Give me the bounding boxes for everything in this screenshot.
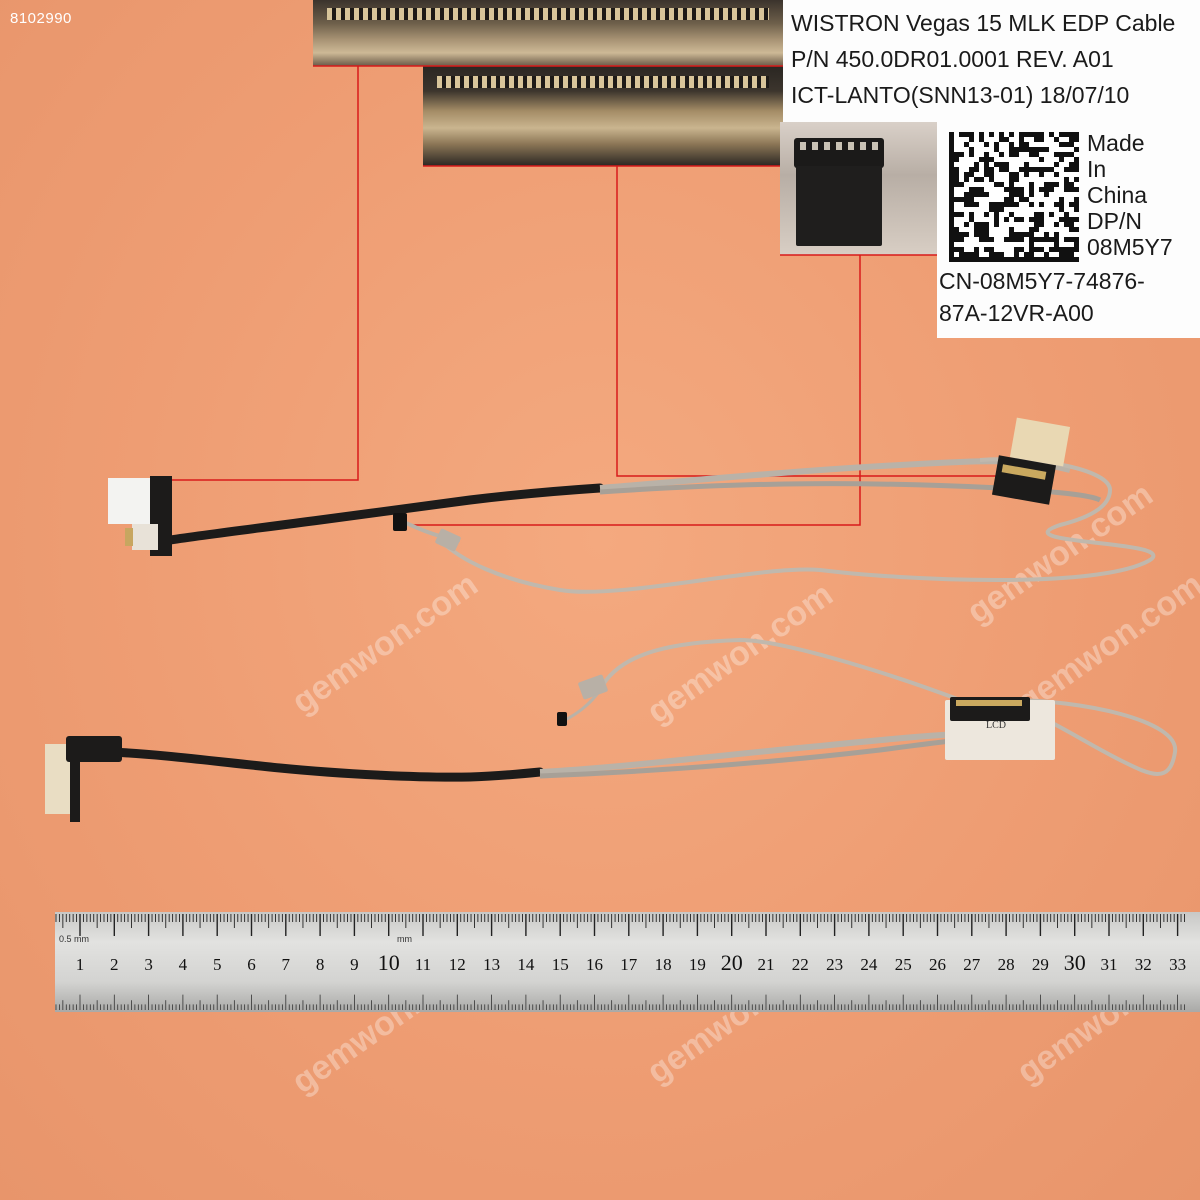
small-connector — [794, 138, 884, 168]
small-connector-wire — [796, 166, 882, 246]
ruler-number: 16 — [586, 955, 603, 974]
right-connector-pins — [1001, 464, 1047, 480]
ruler-number: 30 — [1064, 950, 1086, 975]
connector-closeup-middle — [423, 66, 783, 166]
ruler-number: 14 — [517, 955, 535, 974]
dell-in: In — [1087, 156, 1107, 182]
ruler-number: 29 — [1032, 955, 1049, 974]
ruler-number: 9 — [350, 955, 359, 974]
ruler-number: 6 — [247, 955, 256, 974]
ruler-number: 2 — [110, 955, 119, 974]
grey-cable-loop — [438, 457, 1156, 594]
dell-made: Made — [1087, 130, 1145, 156]
grey-cable-segment — [539, 737, 961, 779]
ruler-number: 15 — [552, 955, 569, 974]
ruler-number: 19 — [689, 955, 706, 974]
ruler-number: 20 — [721, 950, 743, 975]
ruler-number: 13 — [483, 955, 500, 974]
label-part-number: P/N 450.0DR01.0001 REV. A01 — [791, 46, 1114, 72]
black-cable-segment — [105, 747, 545, 782]
grey-cable-segment — [599, 481, 1102, 503]
ruler-number: 4 — [179, 955, 188, 974]
ruler-number: 22 — [792, 955, 809, 974]
product-id: 8102990 — [10, 10, 72, 27]
label-model: WISTRON Vegas 15 MLK EDP Cable — [791, 10, 1176, 36]
connector-pins — [327, 8, 769, 20]
ruler-number: 33 — [1169, 955, 1186, 974]
dell-cn-line-1: CN-08M5Y7-74876- — [939, 268, 1145, 294]
small-plug — [557, 712, 567, 726]
ruler-number: 32 — [1135, 955, 1152, 974]
ruler-number: 31 — [1101, 955, 1118, 974]
ruler-number: 10 — [378, 950, 400, 975]
tape-tab — [578, 674, 608, 700]
ruler-number: 23 — [826, 955, 843, 974]
lcd-tag: LCD — [986, 720, 1006, 731]
label-manufacturer: ICT-LANTO(SNN13-01) 18/07/10 — [791, 82, 1130, 108]
black-cable-segment — [165, 483, 605, 545]
left-connector-side — [70, 742, 80, 822]
ruler-number: 12 — [449, 955, 466, 974]
dell-label: Made In China DP/N 08M5Y7 CN-08M5Y7-7487… — [937, 122, 1200, 338]
callout-line-2 — [616, 166, 1013, 477]
connector-pins — [437, 76, 769, 88]
dell-cn-line-2: 87A-12VR-A00 — [939, 300, 1094, 326]
ruler-number: 28 — [998, 955, 1015, 974]
callout-line-3 — [410, 255, 861, 526]
dell-dpn-value: 08M5Y7 — [1087, 234, 1173, 260]
right-connector-tape — [1009, 417, 1071, 467]
ruler-number: 21 — [758, 955, 775, 974]
grey-cable-segment — [539, 731, 961, 775]
connector-closeup-small — [780, 122, 937, 255]
ruler-number: 27 — [963, 955, 981, 974]
ruler-number: 18 — [655, 955, 672, 974]
ruler-number: 24 — [860, 955, 878, 974]
ruler-number: 1 — [76, 955, 85, 974]
ruler-number: 3 — [144, 955, 153, 974]
right-connector-pins — [956, 700, 1022, 706]
tape-tab — [435, 528, 461, 552]
ruler-number: 11 — [415, 955, 431, 974]
ruler-mm-label: mm — [397, 934, 412, 944]
dell-dpn-label: DP/N — [1087, 208, 1142, 234]
ruler-number: 8 — [316, 955, 325, 974]
grey-cable-loop — [1009, 698, 1178, 776]
ruler-number: 17 — [620, 955, 638, 974]
callout-line-1 — [172, 66, 359, 481]
dell-china: China — [1087, 182, 1148, 208]
connector-closeup-top — [313, 0, 783, 66]
part-label: WISTRON Vegas 15 MLK EDP Cable P/N 450.0… — [783, 0, 1200, 122]
ruler-unit-label: 0.5 mm — [59, 934, 90, 944]
left-connector-tab — [132, 524, 158, 550]
ruler-number: 5 — [213, 955, 222, 974]
qr-code-icon — [949, 132, 1079, 262]
cable-bottom: LCD — [45, 637, 1178, 822]
ruler-number: 25 — [895, 955, 912, 974]
ruler-number: 26 — [929, 955, 946, 974]
left-connector-pins — [125, 528, 133, 546]
cable-top — [108, 417, 1156, 594]
grey-cable-loop — [598, 637, 961, 702]
small-plug — [393, 513, 407, 531]
callout-lines — [172, 65, 1013, 526]
ruler-number: 7 — [282, 955, 291, 974]
